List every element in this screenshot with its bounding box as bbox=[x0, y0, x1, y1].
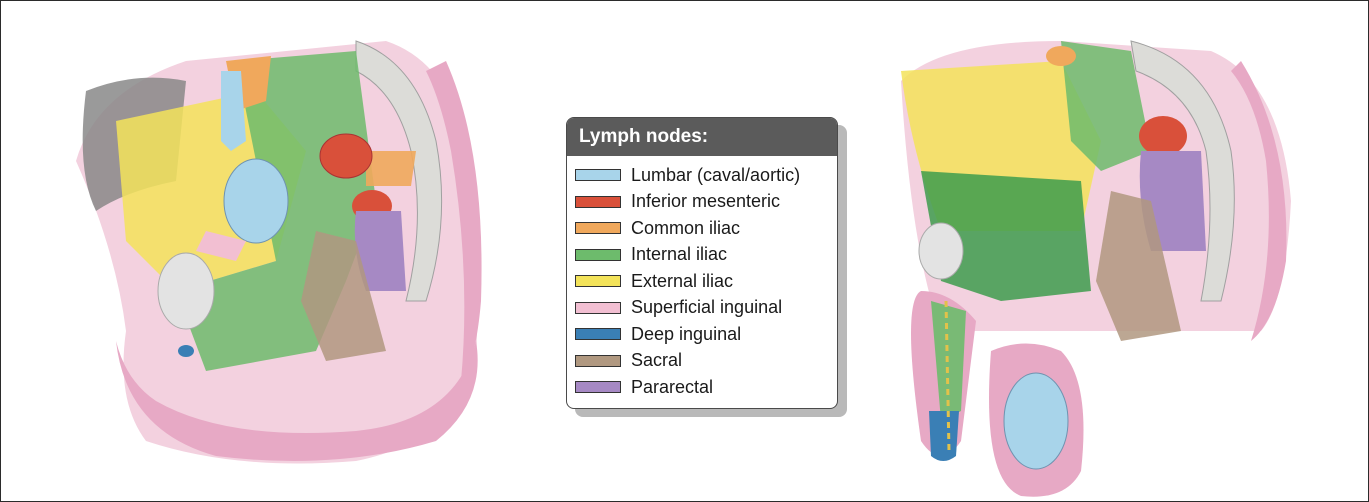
legend-item-sacral: Sacral bbox=[575, 348, 837, 375]
legend-item-internal-iliac: Internal iliac bbox=[575, 242, 837, 269]
legend-title: Lymph nodes: bbox=[567, 118, 837, 156]
lymph-node-legend: Lymph nodes: Lumbar (caval/aortic) Infer… bbox=[566, 117, 838, 409]
legend-item-inferior-mesenteric: Inferior mesenteric bbox=[575, 189, 837, 216]
legend-list: Lumbar (caval/aortic) Inferior mesenteri… bbox=[567, 156, 837, 401]
legend-item-superficial-inguinal: Superficial inguinal bbox=[575, 295, 837, 322]
male-inferior-mesenteric-node bbox=[1139, 116, 1187, 156]
male-common-iliac-node bbox=[1046, 46, 1076, 66]
male-deep-inguinal-region bbox=[929, 411, 959, 461]
legend-item-deep-inguinal: Deep inguinal bbox=[575, 321, 837, 348]
male-bladder bbox=[919, 223, 963, 279]
legend-item-external-iliac: External iliac bbox=[575, 268, 837, 295]
male-testis bbox=[1004, 373, 1068, 469]
male-pelvis-illustration bbox=[881, 1, 1321, 501]
legend-label: Internal iliac bbox=[631, 244, 727, 265]
legend-label: Pararectal bbox=[631, 377, 713, 398]
legend-label: Lumbar (caval/aortic) bbox=[631, 165, 800, 186]
swatch-inferior-mesenteric bbox=[575, 196, 621, 208]
legend-label: External iliac bbox=[631, 271, 733, 292]
swatch-common-iliac bbox=[575, 222, 621, 234]
swatch-external-iliac bbox=[575, 275, 621, 287]
legend-item-pararectal: Pararectal bbox=[575, 374, 837, 401]
female-inferior-mesenteric-node bbox=[320, 134, 372, 178]
swatch-superficial-inguinal bbox=[575, 302, 621, 314]
legend-label: Deep inguinal bbox=[631, 324, 741, 345]
female-deep-inguinal-node bbox=[178, 345, 194, 357]
legend-item-common-iliac: Common iliac bbox=[575, 215, 837, 242]
legend-label: Common iliac bbox=[631, 218, 740, 239]
legend-label: Inferior mesenteric bbox=[631, 191, 780, 212]
swatch-lumbar bbox=[575, 169, 621, 181]
legend-label: Superficial inguinal bbox=[631, 297, 782, 318]
swatch-deep-inguinal bbox=[575, 328, 621, 340]
female-bladder bbox=[158, 253, 214, 329]
female-common-iliac-region-2 bbox=[366, 151, 416, 186]
swatch-internal-iliac bbox=[575, 249, 621, 261]
female-uterus bbox=[224, 159, 288, 243]
female-pelvis-illustration bbox=[56, 1, 496, 501]
swatch-pararectal bbox=[575, 381, 621, 393]
legend-label: Sacral bbox=[631, 350, 682, 371]
swatch-sacral bbox=[575, 355, 621, 367]
legend-item-lumbar: Lumbar (caval/aortic) bbox=[575, 162, 837, 189]
